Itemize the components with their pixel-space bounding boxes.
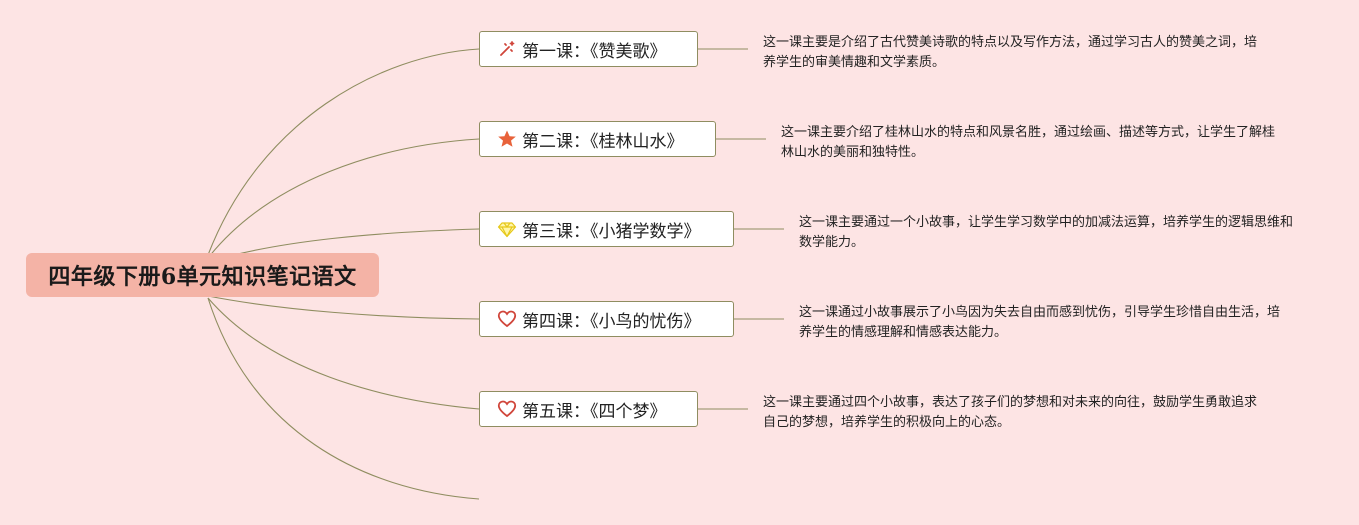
branch-connector-6: [207, 297, 480, 500]
lesson-label: 第三课：《小猪学数学》: [522, 221, 701, 242]
lesson-description-4: 这一课通过小故事展示了小鸟因为失去自由而感到忧伤，引导学生珍惜自由生活，培养学生…: [799, 305, 1281, 340]
heart-icon: [496, 308, 518, 330]
sparkle-icon: [496, 38, 518, 60]
lesson-node-5[interactable]: 第五课：《四个梦》: [479, 391, 698, 427]
root-topic[interactable]: 四年级下册6单元知识笔记语文: [26, 253, 379, 297]
branch-connector-4: [207, 295, 480, 320]
lesson-label: 第五课：《四个梦》: [522, 401, 667, 422]
lesson-node-4[interactable]: 第四课：《小鸟的忧伤》: [479, 301, 734, 337]
branch-connector-2: [207, 138, 480, 259]
branch-connector-1: [207, 48, 480, 256]
diamond-icon: [496, 218, 518, 240]
lesson-label: 第二课：《桂林山水》: [522, 131, 684, 152]
lesson-description-1: 这一课主要是介绍了古代赞美诗歌的特点以及写作方法，通过学习古人的赞美之词，培养学…: [763, 35, 1258, 70]
branch-connector-5: [207, 297, 480, 410]
lesson-description-3: 这一课主要通过一个小故事，让学生学习数学中的加减法运算，培养学生的逻辑思维和数学…: [799, 215, 1294, 250]
lesson-node-1[interactable]: 第一课：《赞美歌》: [479, 31, 698, 67]
lesson-description-5: 这一课主要通过四个小故事，表达了孩子们的梦想和对未来的向往，鼓励学生勇敢追求自己…: [763, 395, 1258, 430]
lesson-node-2[interactable]: 第二课：《桂林山水》: [479, 121, 716, 157]
lesson-label: 第一课：《赞美歌》: [522, 41, 667, 62]
lesson-description-2: 这一课主要介绍了桂林山水的特点和风景名胜，通过绘画、描述等方式，让学生了解桂林山…: [781, 125, 1276, 160]
lesson-node-3[interactable]: 第三课：《小猪学数学》: [479, 211, 734, 247]
star-icon: [496, 128, 518, 150]
lesson-label: 第四课：《小鸟的忧伤》: [522, 311, 701, 332]
heart-icon: [496, 398, 518, 420]
